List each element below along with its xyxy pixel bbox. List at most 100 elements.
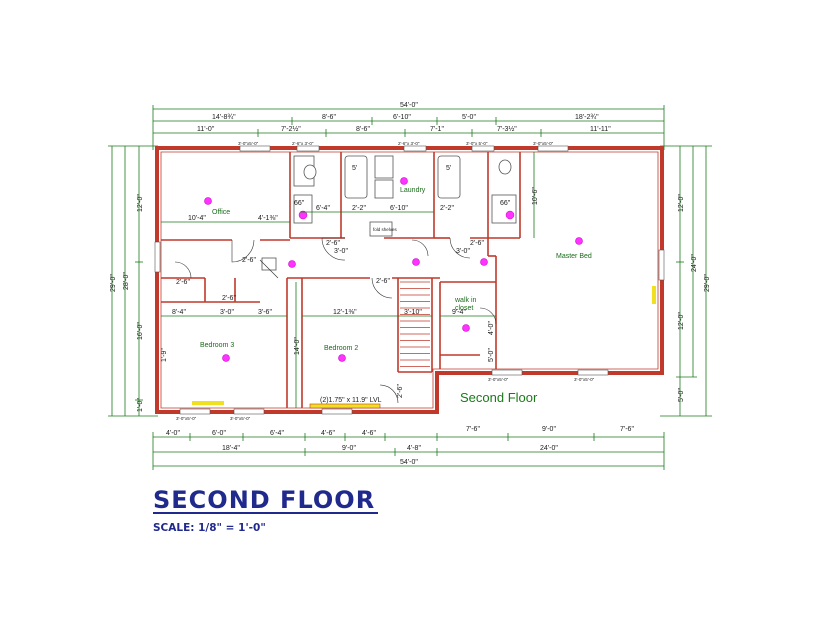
dim-right-3: 24'-0" (691, 254, 698, 272)
room-walkin-1: walk in (454, 297, 477, 304)
bathtub-2 (437, 155, 461, 199)
floor-label: Second Floor (460, 390, 538, 405)
vanity (293, 194, 313, 224)
window-label-8: 3'-0"x5'-0" (488, 377, 509, 382)
dim-d1: 2'-6" (176, 279, 190, 286)
window-label-2: 2'-6"x 3'-0" (292, 141, 314, 146)
left-dimensions: 12'-0" 28'-0" 29'-0" 16'-0" 1'-0" 1'-9" (108, 145, 168, 417)
dim-top-r3-4: 7'-1" (430, 126, 444, 133)
dim-bot-r1-6: 7'-6" (466, 426, 480, 433)
fixtures (261, 155, 517, 271)
dim-bot-r1-1: 4'-0" (166, 430, 180, 437)
bathtub (344, 155, 368, 199)
header-marker-2 (652, 286, 656, 304)
interior-walls (161, 152, 521, 408)
dim-bot-r2-2: 9'-0" (342, 445, 356, 452)
dim-stair-w: 3'-10" (404, 309, 422, 316)
room-walkin-2: closet (455, 305, 473, 312)
dim-bot-r2-4: 24'-0" (540, 445, 558, 452)
dim-overall-bottom: 54'-0" (400, 459, 418, 466)
window-label-4: 3'-0"x 5'-0" (466, 141, 488, 146)
dim-tub1: 5' (352, 165, 357, 172)
dim-hall-b: 3'-0" (456, 248, 470, 255)
dim-bot-r1-4: 4'-6" (321, 430, 335, 437)
room-labels: Office Laundry Master Bed Bedroom 3 Bedr… (200, 187, 592, 405)
dim-d7: 2'-6" (397, 384, 404, 398)
dim-tub2: 5' (446, 165, 451, 172)
window-label-7: 3'-0"x5'-0" (230, 416, 251, 421)
dim-closet-a: 2'-2" (352, 205, 366, 212)
dim-right-6: 5'-0" (678, 388, 685, 402)
dim-left-5: 1'-0" (137, 398, 144, 412)
dim-bot-r1-7: 9'-0" (542, 426, 556, 433)
stairs (400, 281, 430, 367)
right-dimensions: 12'-0" 24'-0" 29'-0" 12'-0" 5'-0" (660, 145, 712, 417)
toilet (303, 164, 317, 180)
dim-right-5: 12'-0" (678, 312, 685, 330)
dim-left-4: 16'-0" (137, 322, 144, 340)
dim-hall-a: 3'-0" (334, 248, 348, 255)
beam-label: (2)1.75" x 11.9" LVL (320, 397, 382, 404)
dim-overall-top: 54'-0" (400, 102, 418, 109)
dim-d3: 2'-6" (242, 257, 256, 264)
dim-bot-r2-3: 4'-8" (407, 445, 421, 452)
dim-top-r3-2: 7'-2½" (281, 125, 301, 133)
dim-closet-b: 2'-2" (440, 205, 454, 212)
shelf-label: fold shelves (373, 227, 398, 232)
fold-shelf (369, 221, 393, 237)
dim-top-r3-1: 11'-0" (197, 126, 215, 133)
window-label-3: 2'-6"x 3'-0" (398, 141, 420, 146)
dim-top-r2-4: 5'-0" (462, 114, 476, 121)
dim-top-r3-3: 8'-6" (356, 126, 370, 133)
room-office: Office (212, 209, 230, 216)
plan-scale: SCALE: 1/8" = 1'-0" (153, 522, 266, 534)
dim-left-2: 28'-0" (123, 272, 130, 290)
light-fixtures (204, 177, 583, 362)
dim-bot-r2-1: 18'-4" (222, 445, 240, 452)
dim-b3-w: 8'-4" (172, 309, 186, 316)
dim-wic-h: 4'-0" (488, 321, 495, 335)
washer (374, 155, 394, 179)
dim-right-2: 12'-0" (678, 194, 685, 212)
dim-bath-w2: 66" (500, 200, 511, 207)
dim-bot-r1-5: 4'-6" (362, 430, 376, 437)
hall-cabinet (261, 257, 277, 271)
room-bedroom-3: Bedroom 3 (200, 342, 234, 349)
dim-office-w: 10'-4" (188, 215, 206, 222)
dim-top-r3-6: 11'-11" (590, 126, 611, 133)
top-dimensions: 54'-0" 14'-8¾" 8'-6" 6'-10" 5'-0" 18'-2¾… (152, 102, 665, 150)
doors (174, 237, 497, 404)
dim-b3-a: 3'-0" (220, 309, 234, 316)
dim-d6: 2'-6" (376, 278, 390, 285)
dim-laundry-w: 6'-10" (390, 205, 408, 212)
dim-top-r2-1: 14'-8¾" (212, 114, 236, 121)
dim-bath1-w: 6'-4" (316, 205, 330, 212)
bottom-dimensions: 4'-0" 6'-0" 6'-4" 4'-6" 4'-6" 7'-6" 9'-0… (152, 426, 665, 470)
header-marker (192, 401, 224, 405)
window-label-9: 3'-0"x5'-0" (574, 377, 595, 382)
room-laundry: Laundry (400, 187, 426, 194)
dim-left-6: 1'-9" (161, 348, 168, 362)
dim-top-r2-2: 8'-6" (322, 114, 336, 121)
window-label-6: 3'-0"x5'-0" (176, 416, 197, 421)
dim-top-r2-3: 6'-10" (393, 114, 411, 121)
dim-top-r2-5: 18'-2¾" (575, 114, 599, 121)
dim-bath-w: 66" (294, 200, 305, 207)
title-block: SECOND FLOOR SCALE: 1/8" = 1'-0" (153, 486, 378, 534)
dim-bot-r1-2: 6'-0" (212, 430, 226, 437)
dim-left-1: 12'-0" (137, 194, 144, 212)
interior-dimensions: 10'-4" 4'-1⅜" 6'-4" 6'-10" 2'-2" 2'-2" 3… (161, 152, 539, 408)
dim-bot-r1-3: 6'-4" (270, 430, 284, 437)
window-label-1: 3'-0"x5'-0" (238, 141, 259, 146)
dim-wic-h2: 5'-0" (488, 348, 495, 362)
dim-wic-w: 9'-4" (452, 309, 466, 316)
dim-b2-h: 14'-0" (294, 337, 301, 355)
exterior-walls (155, 146, 664, 414)
dim-b3-b: 3'-6" (258, 309, 272, 316)
plan-title: SECOND FLOOR (153, 486, 375, 514)
room-master-bed: Master Bed (556, 253, 592, 260)
dim-office-h: 4'-1⅜" (258, 215, 278, 222)
toilet-2 (498, 159, 512, 175)
window-label-5: 3'-0"x5'-0" (533, 141, 554, 146)
